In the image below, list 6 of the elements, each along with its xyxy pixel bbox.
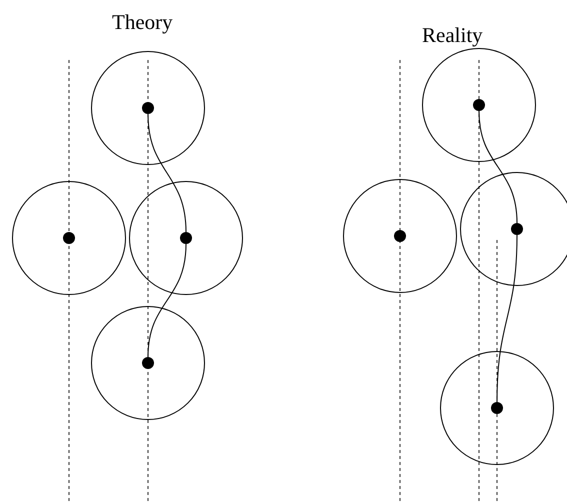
panel-title: Theory — [112, 10, 173, 35]
connecting-curve — [148, 244, 186, 358]
connecting-curve — [496, 234, 518, 402]
panel-title: Reality — [422, 23, 483, 48]
connecting-curve — [478, 110, 518, 224]
connecting-curve — [148, 114, 186, 232]
